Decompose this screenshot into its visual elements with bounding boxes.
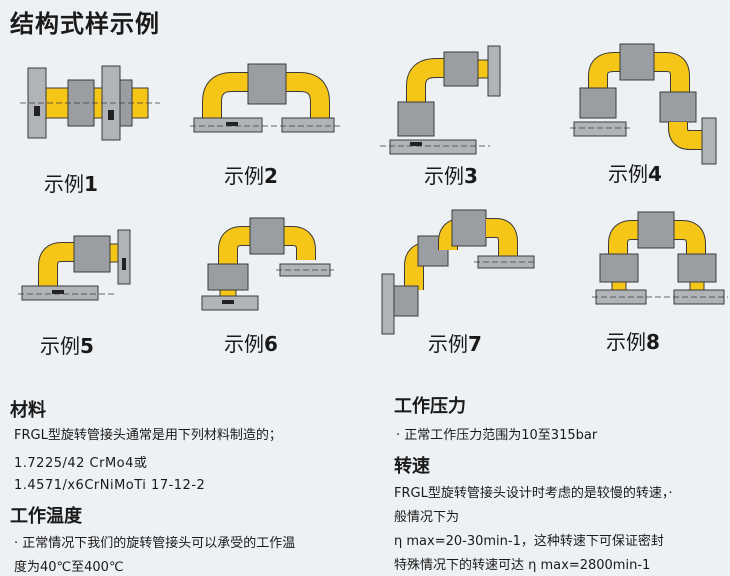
diagram-example-2: [190, 40, 360, 190]
caption-example-8: 示例8: [606, 326, 660, 355]
caption-number: 8: [646, 330, 660, 354]
diagram-example-5: [18, 222, 188, 372]
diagram-example-6: [196, 210, 366, 360]
caption-label: 示例: [606, 330, 646, 354]
diagram-example-8: [592, 206, 730, 356]
diagram-example-7: [378, 206, 548, 356]
materials-grade-1: 1.7225/42 CrMo4或: [14, 456, 148, 471]
caption-number: 7: [468, 332, 482, 356]
pressure-heading: 工作压力: [394, 396, 466, 417]
speed-line-3: η max=20-30min-1，这种转速下可保证密封: [394, 534, 664, 549]
pressure-line-1: · 正常工作压力范围为10至315bar: [396, 428, 598, 443]
caption-number: 2: [264, 164, 278, 188]
caption-example-6: 示例6: [224, 328, 278, 357]
caption-label: 示例: [224, 164, 264, 188]
materials-heading: 材料: [10, 400, 46, 421]
speed-line-4: 特殊情况下的转速可达 η max=2800min-1: [394, 558, 651, 573]
caption-number: 6: [264, 332, 278, 356]
temperature-line-1: · 正常情况下我们的旋转管接头可以承受的工作温: [14, 536, 296, 551]
materials-grade-2: 1.4571/x6CrNiMoTi 17-12-2: [14, 478, 206, 493]
temperature-heading: 工作温度: [10, 506, 82, 527]
speed-line-1: FRGL型旋转管接头设计时考虑的是较慢的转速，·: [394, 486, 673, 501]
caption-label: 示例: [424, 164, 464, 188]
speed-line-2: 般情况下为: [394, 510, 460, 525]
caption-label: 示例: [224, 332, 264, 356]
diagram-example-4: [570, 36, 730, 186]
diagram-example-1: [20, 40, 190, 190]
caption-number: 5: [80, 334, 94, 358]
caption-label: 示例: [40, 334, 80, 358]
caption-example-2: 示例2: [224, 160, 278, 189]
caption-example-4: 示例4: [608, 158, 662, 187]
page-title: 结构式样示例: [10, 10, 160, 38]
caption-number: 1: [84, 172, 98, 196]
caption-number: 4: [648, 162, 662, 186]
caption-label: 示例: [44, 172, 84, 196]
caption-example-1: 示例1: [44, 168, 98, 197]
diagram-example-3: [380, 36, 550, 186]
speed-heading: 转速: [394, 456, 430, 477]
caption-example-7: 示例7: [428, 328, 482, 357]
caption-example-5: 示例5: [40, 330, 94, 359]
temperature-line-2: 度为40℃至400℃: [14, 560, 124, 575]
caption-example-3: 示例3: [424, 160, 478, 189]
caption-label: 示例: [608, 162, 648, 186]
caption-label: 示例: [428, 332, 468, 356]
caption-number: 3: [464, 164, 478, 188]
materials-intro: FRGL型旋转管接头通常是用下列材料制造的；: [14, 428, 282, 443]
